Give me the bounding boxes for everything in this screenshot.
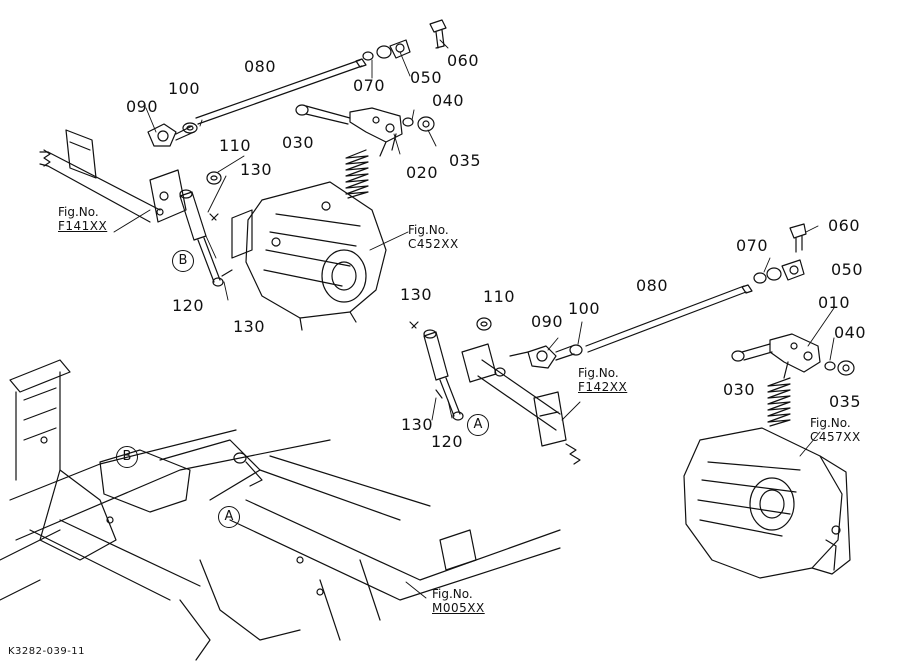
right-bracket	[461, 343, 581, 465]
label-020-left: 020	[406, 163, 439, 182]
label-110-left: 110	[219, 136, 252, 155]
label-130-left: 130	[240, 160, 273, 179]
figure-ref-code: M005XX	[432, 601, 485, 615]
label-035-right: 035	[829, 392, 862, 411]
label-010-right: 010	[818, 293, 851, 312]
right-bolt-030	[731, 343, 773, 362]
figure-ref-code: C452XX	[408, 237, 459, 251]
left-washer-040-nut-035	[402, 116, 435, 132]
left-nut-100	[182, 122, 198, 134]
label-050-left: 050	[410, 68, 443, 87]
right-transmission-housing	[683, 427, 851, 579]
left-arm-020	[349, 107, 403, 157]
right-bolt-060	[789, 223, 807, 253]
right-damper-120	[423, 329, 464, 421]
callout-b-top: B	[172, 250, 194, 272]
label-110-right: 110	[483, 287, 516, 306]
label-130b-right: 130	[401, 415, 434, 434]
left-damper-120	[179, 189, 233, 287]
left-bolt-030	[295, 104, 351, 125]
right-rod-080	[585, 284, 753, 353]
label-080-right: 080	[636, 276, 669, 295]
leader-lines	[113, 39, 835, 599]
right-nut-110	[476, 317, 492, 331]
figure-ref-caption: Fig.No.	[432, 587, 473, 601]
label-130b-left: 130	[233, 317, 266, 336]
label-130-right: 130	[400, 285, 433, 304]
label-030-right: 030	[723, 380, 756, 399]
right-rod-end-090	[509, 345, 575, 369]
label-060-right: 060	[828, 216, 861, 235]
figure-ref-caption: Fig.No.	[408, 223, 449, 237]
label-120-left: 120	[172, 296, 205, 315]
figure-ref-code: F141XX	[58, 219, 108, 233]
label-030-left: 030	[282, 133, 315, 152]
label-035-left: 035	[449, 151, 482, 170]
label-090-right: 090	[531, 312, 564, 331]
right-pin-130	[409, 321, 443, 399]
label-050-right: 050	[831, 260, 864, 279]
label-120-right: 120	[431, 432, 464, 451]
right-nut-100	[569, 344, 583, 356]
left-pin-130	[209, 213, 219, 221]
right-ball-joint	[753, 259, 805, 284]
left-spring	[345, 149, 369, 199]
figure-ref-caption: Fig.No.	[58, 205, 99, 219]
label-100-left: 100	[168, 79, 201, 98]
figure-ref-caption: Fig.No.	[810, 416, 851, 430]
figure-ref-f142xx[interactable]: Fig.No. F142XX	[578, 366, 627, 394]
figure-ref-f141xx[interactable]: Fig.No. F141XX	[58, 205, 107, 233]
callout-b-frame: B	[116, 446, 138, 468]
left-ball-joint-050	[362, 39, 411, 61]
left-rod-080	[195, 58, 367, 125]
callout-a-mid: A	[467, 414, 489, 436]
right-spring	[767, 377, 791, 427]
figure-ref-code: F142XX	[578, 380, 628, 394]
figure-ref-code: C457XX	[810, 430, 861, 444]
label-040-left: 040	[432, 91, 465, 110]
figure-ref-c452xx[interactable]: Fig.No. C452XX	[408, 223, 459, 251]
right-washer-040-nut-035	[824, 360, 855, 376]
label-100-right: 100	[568, 299, 601, 318]
label-060-left: 060	[447, 51, 480, 70]
left-shaft-bracket	[39, 129, 187, 223]
figure-ref-m005xx[interactable]: Fig.No. M005XX	[432, 587, 485, 615]
label-070-left: 070	[353, 76, 386, 95]
label-080-left: 080	[244, 57, 277, 76]
callout-a-frame: A	[218, 506, 240, 528]
left-transmission-housing	[231, 181, 387, 331]
left-nut-110	[206, 171, 222, 185]
label-090-left: 090	[126, 97, 159, 116]
right-arm-010	[769, 333, 821, 379]
label-070-right: 070	[736, 236, 769, 255]
figure-ref-c457xx[interactable]: Fig.No. C457XX	[810, 416, 861, 444]
label-040-right: 040	[834, 323, 867, 342]
tractor-frame	[0, 359, 561, 661]
figure-ref-caption: Fig.No.	[578, 366, 619, 380]
document-id: K3282-039-11	[8, 646, 86, 657]
